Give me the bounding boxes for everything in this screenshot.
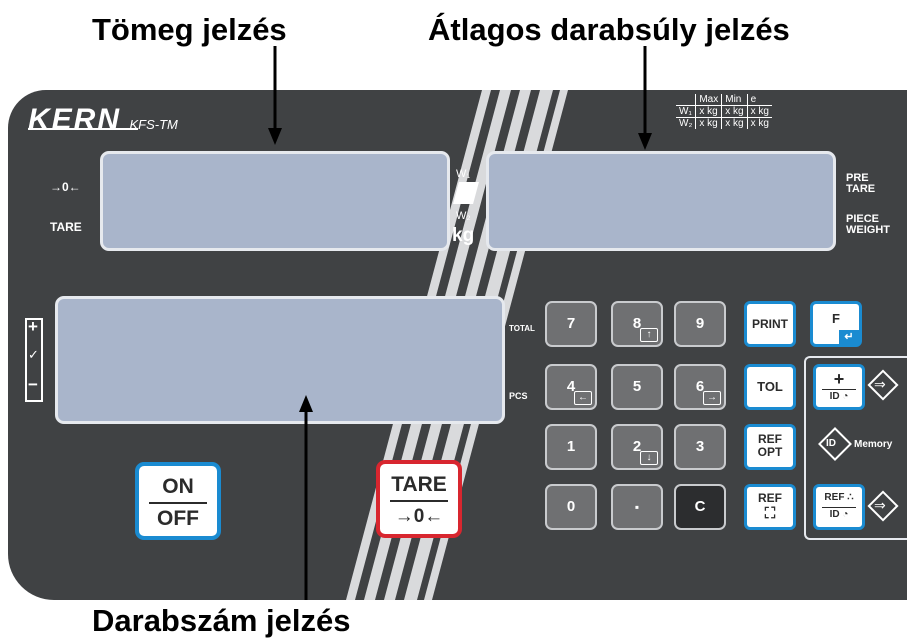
check-indicator: ✓: [28, 347, 39, 362]
minus-indicator: −: [28, 375, 38, 394]
w1-indicator: W₁: [456, 168, 471, 180]
key-4-label: 4: [566, 378, 576, 395]
key-3[interactable]: 3: [674, 424, 726, 470]
tol-button[interactable]: TOL: [744, 364, 796, 410]
spec-cell: x kg: [721, 117, 748, 129]
model-name: KFS-TM: [129, 117, 178, 132]
ref-opt-button[interactable]: REF OPT: [744, 424, 796, 470]
pre-tare-label-2: TARE: [846, 183, 876, 195]
key-0[interactable]: 0: [545, 484, 597, 530]
ref-id-top: REF ∴: [822, 489, 856, 508]
ref-weight-button[interactable]: REF ⛶: [744, 484, 796, 530]
memory-label: Memory: [854, 439, 893, 450]
piece-weight-label-1: PIECE: [846, 213, 880, 225]
enter-icon: ↵: [839, 330, 859, 344]
spec-row-label: W₂: [679, 118, 693, 129]
avg-piece-weight-callout: Átlagos darabsúly jelzés: [428, 12, 790, 47]
tare-zero-divider: [390, 500, 448, 502]
f-label: F: [832, 311, 840, 326]
plus-id-button[interactable]: + ID ◔: [813, 364, 865, 410]
count-display-callout: Darabszám jelzés: [92, 603, 351, 638]
f-enter-button[interactable]: F ↵: [810, 301, 862, 347]
arrow-up-icon: ↑: [640, 328, 658, 342]
key-6[interactable]: 6→: [674, 364, 726, 410]
kern-logo: KERN KFS-TM: [28, 103, 218, 139]
id-label: ID: [826, 438, 836, 449]
w2-indicator: W₂: [456, 210, 471, 222]
spec-row-label: W₁: [676, 105, 696, 118]
tare-zero-button[interactable]: TARE →0←: [376, 460, 462, 538]
piece-weight-label-2: WEIGHT: [846, 224, 890, 236]
plus-id-top: +: [822, 369, 856, 390]
ref-label: REF: [758, 491, 782, 505]
on-off-button[interactable]: ON OFF: [135, 462, 221, 540]
zero-label: →0←: [394, 506, 444, 527]
spec-header-e: e: [746, 94, 772, 106]
spec-cell: x kg: [721, 105, 748, 118]
memory-group-frame: [804, 356, 907, 540]
key-2-label: 2: [632, 438, 642, 455]
arrow-right-icon: →: [703, 391, 721, 405]
pcs-label: PCS: [509, 391, 528, 401]
tolerance-indicator-box: + ✓ −: [25, 317, 43, 402]
pre-tare-label-1: PRE: [846, 172, 869, 184]
arrow-left-icon: ←: [574, 391, 592, 405]
plus-indicator: +: [28, 317, 38, 336]
count-lcd: [55, 296, 505, 424]
store-arrow-glyph: ⇒: [874, 376, 886, 392]
brand-logo-text: KERN: [28, 103, 122, 136]
spec-header-min: Min: [721, 94, 748, 106]
spec-header-max: Max: [695, 94, 722, 106]
spec-cell: x kg: [746, 117, 772, 129]
tare-label: TARE: [391, 473, 447, 496]
on-label: ON: [162, 475, 194, 498]
key-decimal[interactable]: ▪: [611, 484, 663, 530]
ref-id-bottom: ID ◔: [829, 509, 849, 520]
key-1[interactable]: 1: [545, 424, 597, 470]
mass-display-callout: Tömeg jelzés: [92, 12, 287, 47]
key-8[interactable]: 8↑: [611, 301, 663, 347]
ref-opt-label-2: OPT: [757, 445, 783, 459]
off-label: OFF: [157, 507, 199, 530]
ref-id-button[interactable]: REF ∴ ID ◔: [813, 484, 865, 530]
spec-cell: x kg: [695, 105, 722, 118]
key-2[interactable]: 2↓: [611, 424, 663, 470]
spec-cell: x kg: [746, 105, 772, 118]
recall-arrow-glyph: ⇒: [874, 497, 886, 513]
key-7[interactable]: 7: [545, 301, 597, 347]
mass-lcd: [100, 151, 450, 251]
plus-id-bottom: ID ◔: [829, 391, 849, 402]
logo-underline: [28, 128, 138, 130]
on-off-divider: [149, 502, 207, 504]
key-9[interactable]: 9: [674, 301, 726, 347]
kg-unit-indicator: kg: [452, 225, 475, 246]
ref-opt-label-1: REF: [758, 432, 782, 446]
spec-table: Max Min e W₁ x kg x kg x kg W₂ x kg x kg…: [676, 94, 772, 129]
key-clear[interactable]: C: [674, 484, 726, 530]
print-button[interactable]: PRINT: [744, 301, 796, 347]
weight-icon: ⛶: [764, 505, 776, 522]
key-6-label: 6: [695, 378, 705, 395]
key-8-label: 8: [632, 315, 642, 332]
tare-indicator-label: TARE: [50, 220, 82, 234]
total-label: TOTAL: [509, 324, 535, 333]
scale-indicator-panel: KERN KFS-TM Max Min e W₁ x kg x kg x kg …: [8, 90, 907, 600]
key-4[interactable]: 4←: [545, 364, 597, 410]
spec-cell: x kg: [695, 117, 722, 129]
zero-indicator-label: →0←: [50, 180, 81, 194]
arrow-down-icon: ↓: [640, 451, 658, 465]
key-5[interactable]: 5: [611, 364, 663, 410]
avg-piece-weight-lcd: [486, 151, 836, 251]
